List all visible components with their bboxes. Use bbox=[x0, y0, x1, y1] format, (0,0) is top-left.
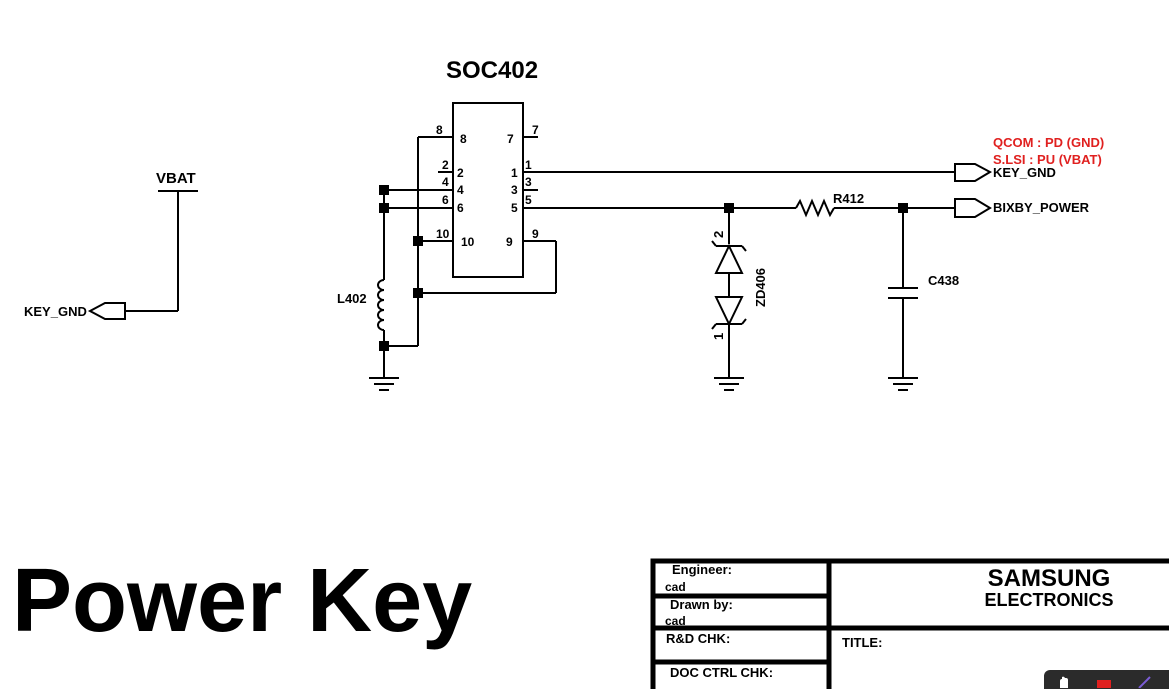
key-gnd-input-label: KEY_GND bbox=[24, 304, 87, 319]
diode-label: ZD406 bbox=[753, 268, 768, 307]
doc-ctrl-chk-label: DOC CTRL CHK: bbox=[670, 665, 774, 680]
capacitor-label: C438 bbox=[928, 273, 959, 288]
pen-icon[interactable] bbox=[1136, 675, 1152, 689]
pin-7-inner: 7 bbox=[507, 132, 514, 146]
diode-pin-top: 2 bbox=[711, 231, 726, 238]
pin-3-outer: 3 bbox=[525, 175, 532, 189]
pin-2-inner: 2 bbox=[457, 166, 464, 180]
company-division: ELECTRONICS bbox=[984, 590, 1114, 610]
pin-6-inner: 6 bbox=[457, 201, 464, 215]
inductor-label: L402 bbox=[337, 291, 367, 306]
pin-4-inner: 4 bbox=[457, 183, 464, 197]
qcom-note: QCOM : PD (GND) bbox=[993, 135, 1104, 150]
pin-5-inner: 5 bbox=[511, 201, 518, 215]
pin-7-outer: 7 bbox=[532, 123, 539, 137]
pin-3-inner: 3 bbox=[511, 183, 518, 197]
pin-1-outer: 1 bbox=[525, 158, 532, 172]
diode-pin-bottom: 1 bbox=[711, 333, 726, 340]
junction-dots bbox=[379, 185, 908, 351]
pin-4-outer: 4 bbox=[442, 175, 449, 189]
bixby-power-label: BIXBY_POWER bbox=[993, 200, 1090, 215]
pin-9-outer: 9 bbox=[532, 227, 539, 241]
pin-5-outer: 5 bbox=[525, 193, 532, 207]
key-gnd-output-label: KEY_GND bbox=[993, 165, 1056, 180]
slsi-note: S.LSI : PU (VBAT) bbox=[993, 152, 1102, 167]
drawn-by-value: cad bbox=[665, 614, 686, 628]
pin-9-inner: 9 bbox=[506, 235, 513, 249]
page-title: Power Key bbox=[12, 551, 473, 651]
engineer-value: cad bbox=[665, 580, 686, 594]
hand-icon[interactable] bbox=[1056, 675, 1072, 688]
key-gnd-input-port bbox=[87, 302, 126, 320]
red-square-icon[interactable] bbox=[1096, 675, 1112, 688]
pin-8-outer: 8 bbox=[436, 123, 443, 137]
pin-6-outer: 6 bbox=[442, 193, 449, 207]
drawn-by-label: Drawn by: bbox=[670, 597, 733, 612]
pin-8-inner: 8 bbox=[460, 132, 467, 146]
floating-toolbar bbox=[1044, 670, 1169, 689]
pin-1-inner: 1 bbox=[511, 166, 518, 180]
engineer-label: Engineer: bbox=[672, 562, 732, 577]
rd-chk-label: R&D CHK: bbox=[666, 631, 731, 646]
company-name: SAMSUNG bbox=[987, 565, 1111, 592]
title-label: TITLE: bbox=[842, 635, 883, 650]
key-gnd-output-port bbox=[954, 163, 993, 182]
ic-ref: SOC402 bbox=[446, 57, 538, 84]
pin-2-outer: 2 bbox=[442, 158, 449, 172]
pin-10-outer: 10 bbox=[436, 227, 450, 241]
pin-10-inner: 10 bbox=[461, 235, 475, 249]
bixby-power-port bbox=[954, 198, 992, 218]
vbat-label: VBAT bbox=[156, 170, 196, 187]
resistor-label: R412 bbox=[833, 191, 864, 206]
